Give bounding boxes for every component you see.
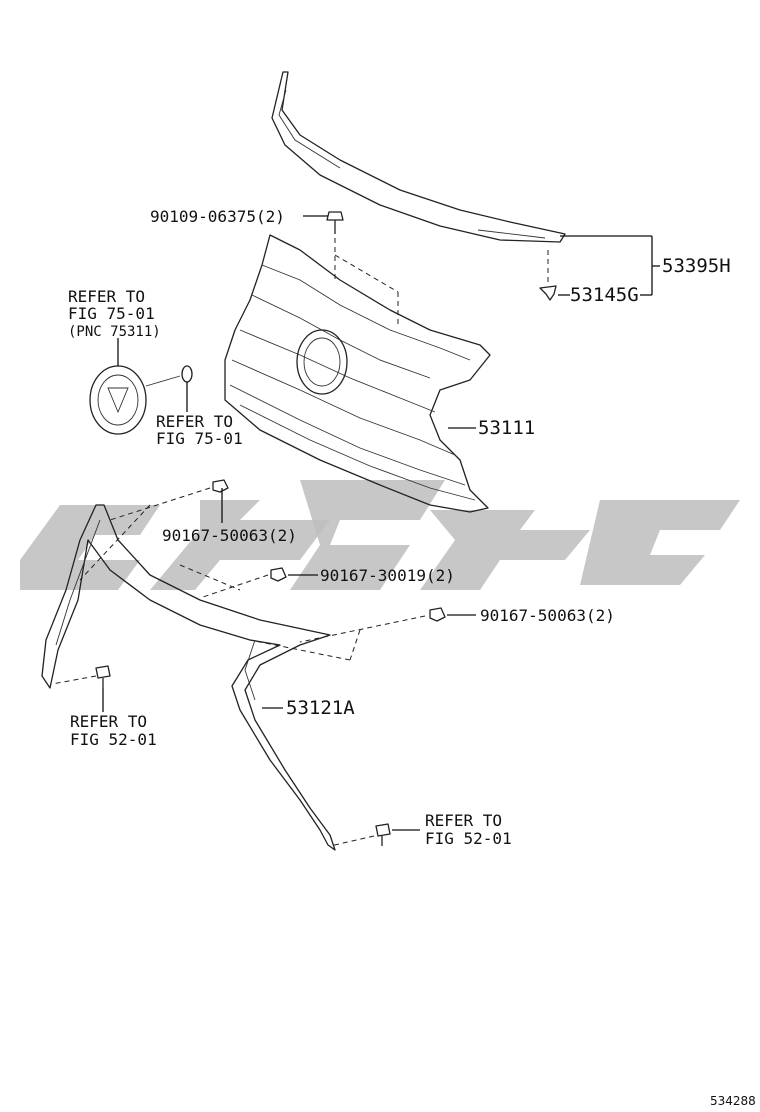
clip-53145g-icon[interactable] (539, 250, 557, 301)
label-53145g: 53145G (570, 284, 639, 306)
clip-left-icon[interactable] (212, 479, 229, 493)
ref-emblem-line2: FIG 75-01 (68, 304, 155, 323)
ref-lower-right-line2: FIG 52-01 (425, 829, 512, 848)
upper-molding[interactable] (271, 71, 566, 243)
dashed-guides (51, 487, 426, 847)
ref-emblem-clip-line1: REFER TO (156, 412, 233, 431)
leader-lines (102, 215, 660, 831)
label-53395h: 53395H (662, 255, 731, 277)
watermark-logo (20, 480, 740, 590)
ref-emblem-line1: REFER TO (68, 287, 145, 306)
label-clip-right: 90167-50063(2) (480, 606, 615, 625)
ref-emblem-clip-line2: FIG 75-01 (156, 429, 243, 448)
figure-id: 534288 (710, 1094, 756, 1108)
bolt-lower-left-icon[interactable] (95, 665, 111, 688)
label-clip-left: 90167-50063(2) (162, 526, 297, 545)
label-screw-top: 90109-06375(2) (150, 207, 285, 226)
ref-lower-left-line2: FIG 52-01 (70, 730, 157, 749)
label-53111: 53111 (478, 417, 535, 439)
bolt-lower-right-icon[interactable] (375, 823, 391, 846)
label-clip-mid: 90167-30019(2) (320, 566, 455, 585)
emblem-clip-icon[interactable] (181, 365, 193, 383)
grille-frame[interactable] (41, 504, 336, 851)
grille-assembly[interactable] (224, 234, 491, 513)
clip-mid-icon[interactable] (270, 567, 287, 582)
ref-lower-right-line1: REFER TO (425, 811, 502, 830)
label-53121a: 53121A (286, 697, 355, 719)
ref-emblem-line3: (PNC 75311) (68, 324, 161, 340)
screw-top-icon[interactable] (326, 211, 399, 325)
ref-lower-left-line1: REFER TO (70, 712, 147, 731)
clip-right-icon[interactable] (429, 607, 446, 622)
